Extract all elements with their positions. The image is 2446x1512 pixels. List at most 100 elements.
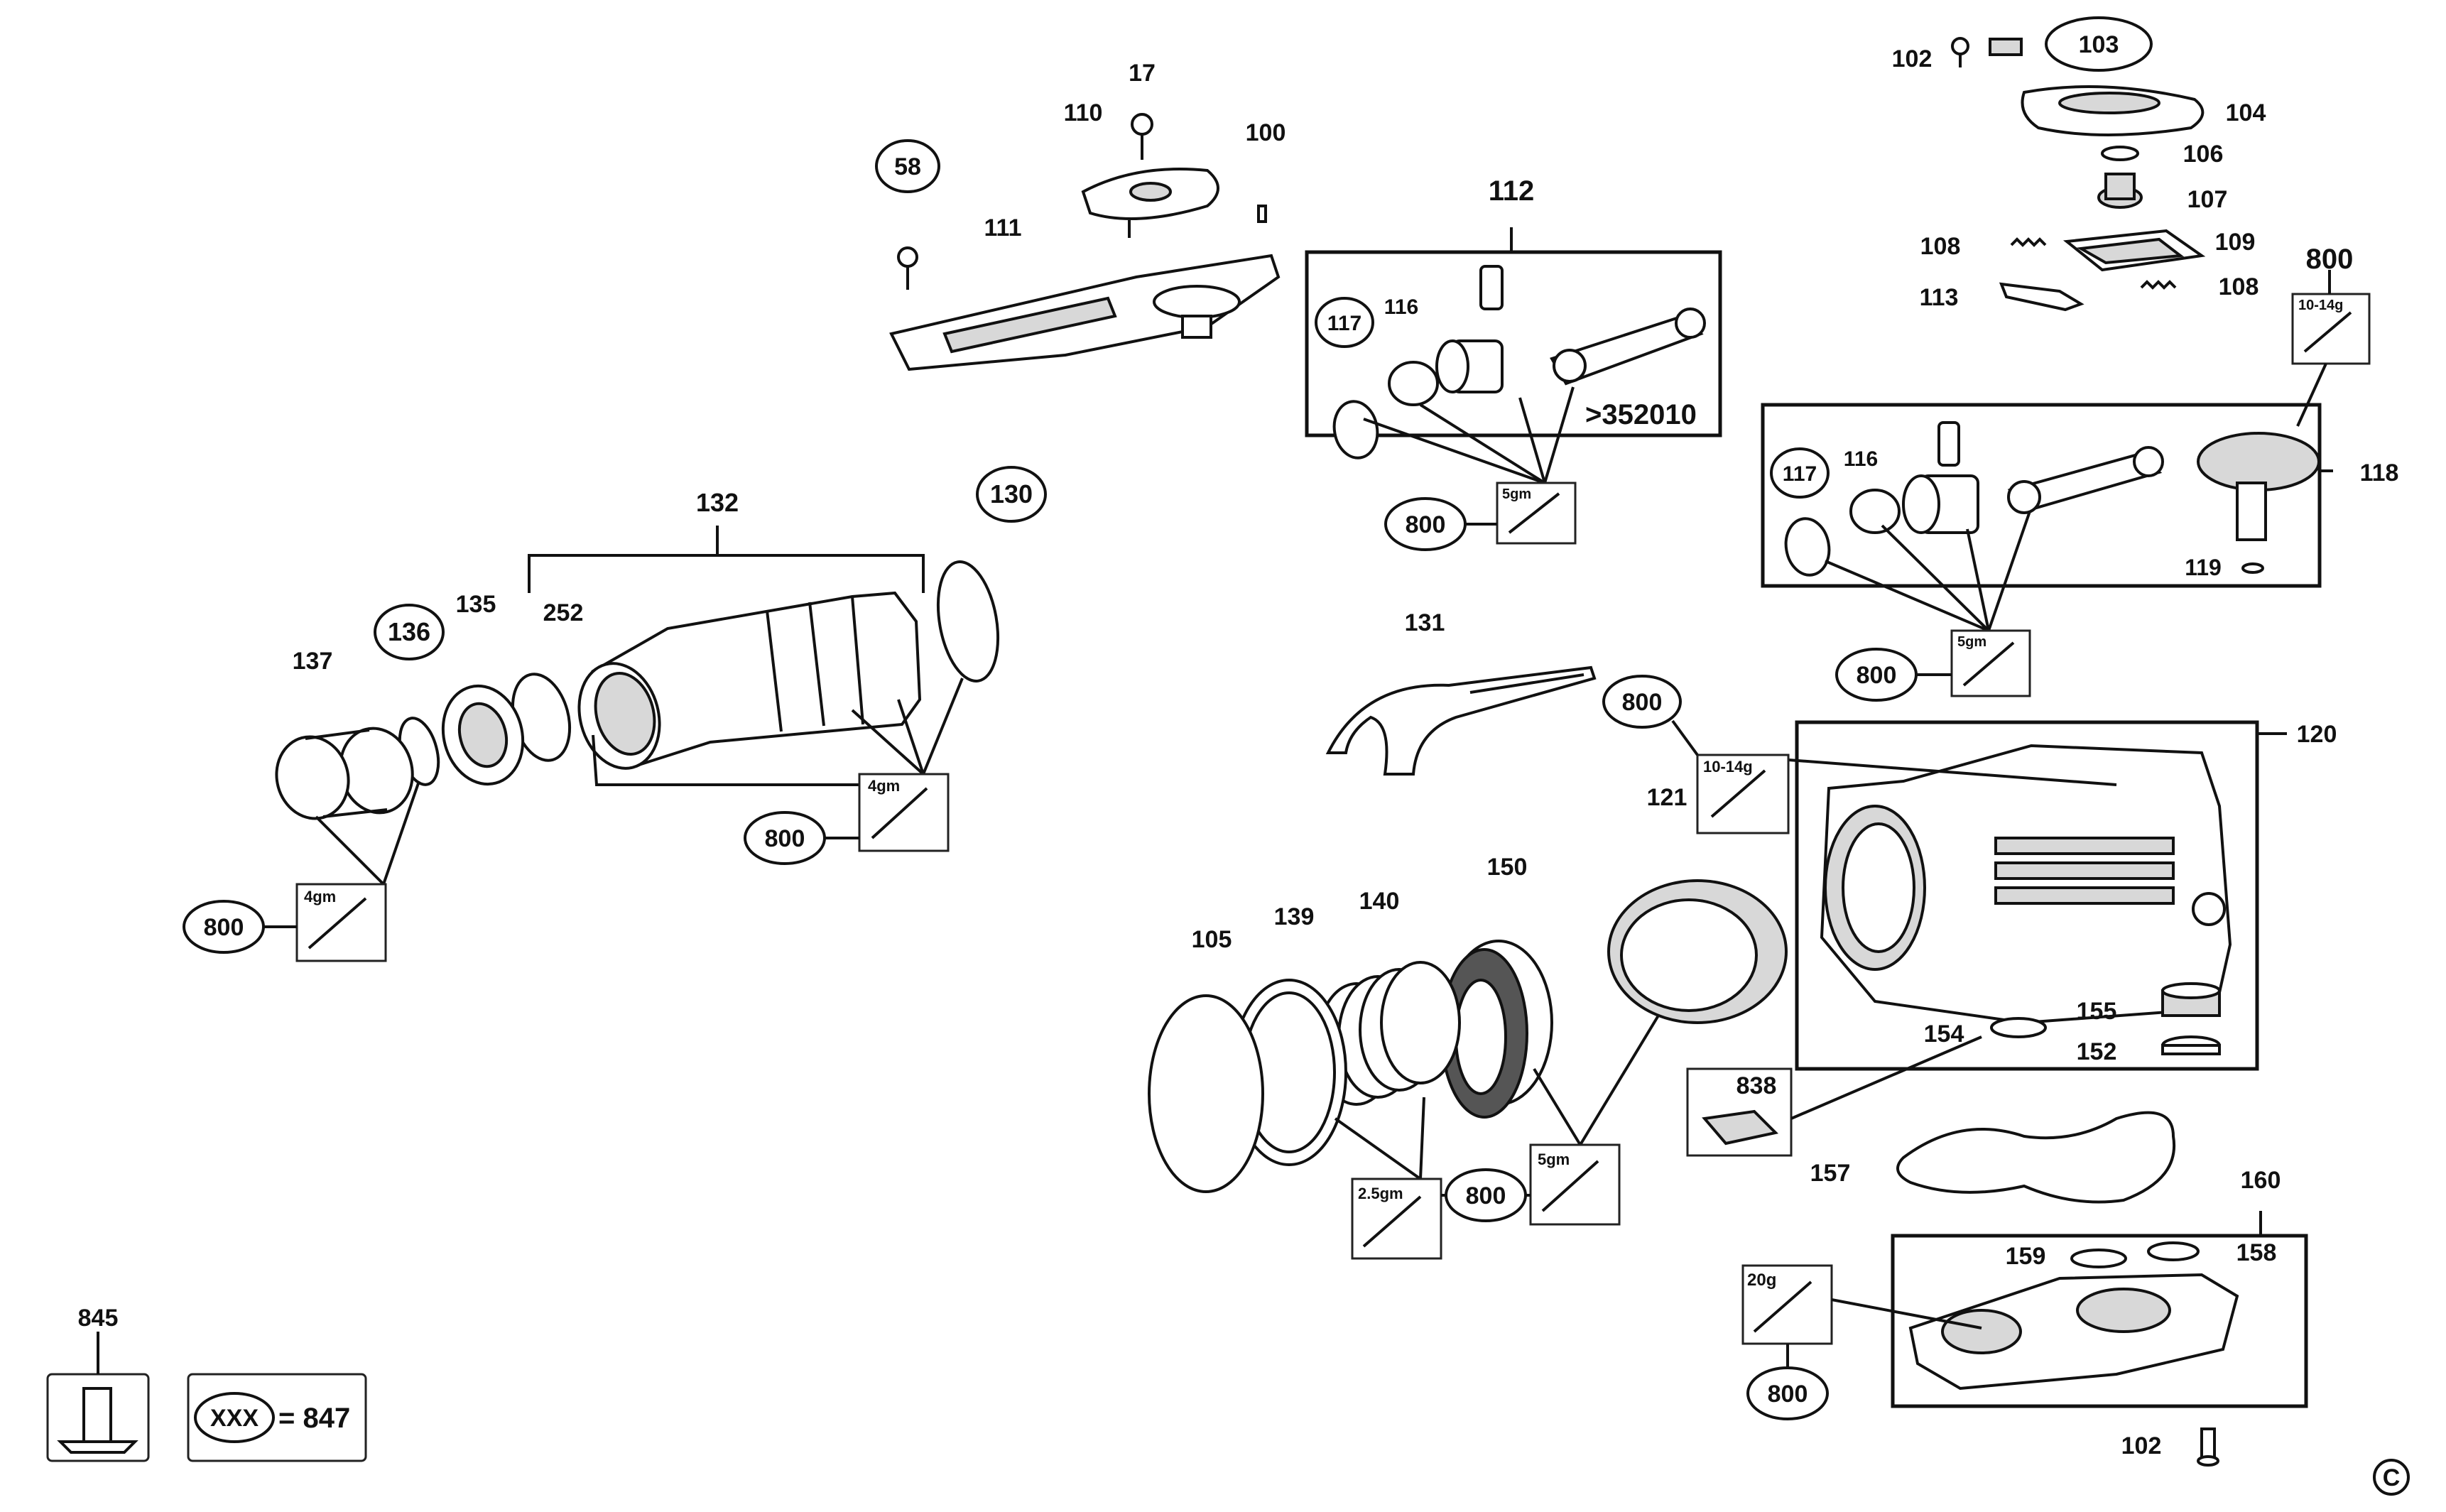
label-252: 252 bbox=[543, 599, 584, 626]
part-113-lever bbox=[1999, 282, 2084, 312]
leaders-132 bbox=[592, 678, 964, 786]
part-131-sleeve bbox=[1325, 665, 1597, 776]
legend-symbol: XXX bbox=[210, 1405, 259, 1432]
label-117-b: 117 bbox=[1783, 462, 1817, 486]
grease-label-150: 5gm bbox=[1538, 1151, 1570, 1168]
leaders-137 bbox=[315, 781, 420, 886]
label-800-137: 800 bbox=[204, 914, 244, 941]
assembly-frame-118 bbox=[1761, 403, 2322, 588]
part-102-screw-bottom bbox=[2197, 1427, 2219, 1467]
label-800-160: 800 bbox=[1768, 1381, 1808, 1408]
label-108-a: 108 bbox=[1920, 233, 1961, 260]
label-118: 118 bbox=[2360, 459, 2399, 486]
label-17: 17 bbox=[1129, 60, 1156, 87]
grease-tube-137 bbox=[295, 883, 387, 962]
part-135-clutch bbox=[441, 684, 525, 786]
part-838-box bbox=[1686, 1067, 1793, 1157]
part-845-box bbox=[46, 1373, 150, 1462]
label-113: 113 bbox=[1920, 284, 1959, 311]
label-136: 136 bbox=[388, 617, 430, 646]
legend: XXX = 847 bbox=[210, 1403, 350, 1434]
label-132: 132 bbox=[696, 488, 739, 517]
grease-label-140: 2.5gm bbox=[1358, 1185, 1403, 1202]
part-132-barrel bbox=[577, 591, 922, 770]
label-800-132: 800 bbox=[765, 825, 805, 852]
grease-tube-132 bbox=[858, 773, 950, 852]
label-104: 104 bbox=[2226, 99, 2266, 126]
grease-label-800-top: 10-14g bbox=[2298, 298, 2343, 313]
label-112: 112 bbox=[1489, 175, 1535, 207]
part-58-screw bbox=[897, 246, 918, 290]
part-105-oring bbox=[1148, 994, 1264, 1193]
part-110-knob bbox=[1081, 168, 1219, 238]
grease-tube-120 bbox=[1696, 754, 1790, 834]
label-106: 106 bbox=[2183, 141, 2224, 168]
legend-box bbox=[187, 1373, 367, 1462]
label-102-top: 102 bbox=[1892, 45, 1933, 72]
part-106-oring bbox=[2101, 146, 2139, 161]
label-130: 130 bbox=[990, 479, 1033, 508]
grease-label-137: 4gm bbox=[304, 888, 336, 905]
grease-label-120: 10-14g bbox=[1703, 758, 1753, 776]
label-158: 158 bbox=[2236, 1239, 2277, 1266]
label-102-bottom: 102 bbox=[2121, 1432, 2162, 1459]
part-100-pin bbox=[1257, 205, 1267, 223]
label-154: 154 bbox=[1924, 1021, 1964, 1048]
grease-tube-140 bbox=[1351, 1177, 1442, 1260]
label-845: 845 bbox=[78, 1305, 119, 1332]
assembly-frame-120 bbox=[1795, 720, 2259, 1071]
label-108-b: 108 bbox=[2219, 273, 2259, 300]
assembly-frame-160 bbox=[1891, 1234, 2308, 1408]
grease-tube-118 bbox=[1950, 629, 2031, 697]
grease-tube-160 bbox=[1741, 1264, 1833, 1345]
part-102-screw-top bbox=[1951, 37, 1969, 67]
leaders-140 bbox=[1334, 1097, 1425, 1180]
leaders-120 bbox=[1788, 758, 2117, 786]
callout-ovals bbox=[183, 16, 2153, 1420]
part-111-cover bbox=[889, 254, 1281, 371]
label-110: 110 bbox=[1064, 99, 1103, 126]
label-116-a: 116 bbox=[1384, 295, 1418, 319]
label-131: 131 bbox=[1405, 609, 1445, 636]
part-155-bearing bbox=[2161, 982, 2221, 1017]
label-111: 111 bbox=[984, 214, 1022, 241]
grease-tube-800-top bbox=[2291, 293, 2371, 365]
part-160-gearcase bbox=[1908, 1273, 2239, 1391]
callout-labels: 17 58 100 110 111 112 116 117 >352010 10… bbox=[78, 31, 2399, 1459]
part-104-gear-housing bbox=[2021, 85, 2205, 136]
label-58: 58 bbox=[894, 153, 921, 180]
label-155: 155 bbox=[2077, 998, 2117, 1025]
label-120: 120 bbox=[2297, 721, 2337, 748]
label-800-top: 800 bbox=[2306, 244, 2354, 275]
part-152-ring bbox=[2161, 1035, 2221, 1055]
label-103: 103 bbox=[2079, 31, 2119, 58]
label-105: 105 bbox=[1192, 926, 1232, 953]
part-120-housing bbox=[1820, 744, 2232, 1025]
part-108-spring-b bbox=[2140, 280, 2177, 290]
label-139: 139 bbox=[1274, 903, 1315, 930]
part-107-bushing bbox=[2097, 173, 2143, 209]
part-17-screw bbox=[1131, 113, 1153, 160]
part-112-piston-group bbox=[1332, 265, 1706, 459]
assembly-frame-112 bbox=[1305, 250, 1722, 437]
grease-label-160: 20g bbox=[1747, 1271, 1776, 1290]
label-160: 160 bbox=[2241, 1167, 2281, 1194]
part-118-piston-group bbox=[1784, 421, 2320, 577]
part-157-gasket bbox=[1896, 1111, 2176, 1204]
leaders-112 bbox=[1363, 386, 1575, 484]
label-119: 119 bbox=[2185, 555, 2222, 580]
part-159-bearing bbox=[2070, 1249, 2127, 1268]
grease-label-112: 5gm bbox=[1502, 486, 1531, 502]
label-121: 121 bbox=[1647, 784, 1687, 811]
part-108-spring-a bbox=[2010, 237, 2047, 247]
part-130-oring bbox=[936, 560, 1000, 682]
label-800-120: 800 bbox=[1622, 689, 1663, 716]
label-135: 135 bbox=[456, 591, 496, 618]
label-107: 107 bbox=[2187, 186, 2228, 213]
label-137: 137 bbox=[293, 648, 333, 675]
label-150: 150 bbox=[1487, 854, 1528, 881]
label-800-118: 800 bbox=[1857, 662, 1897, 689]
grease-labels: 5gm 10-14g 5gm 10-14g 4gm 4gm 2.5gm 5gm … bbox=[304, 298, 2343, 1290]
part-109-plate bbox=[2062, 229, 2206, 272]
